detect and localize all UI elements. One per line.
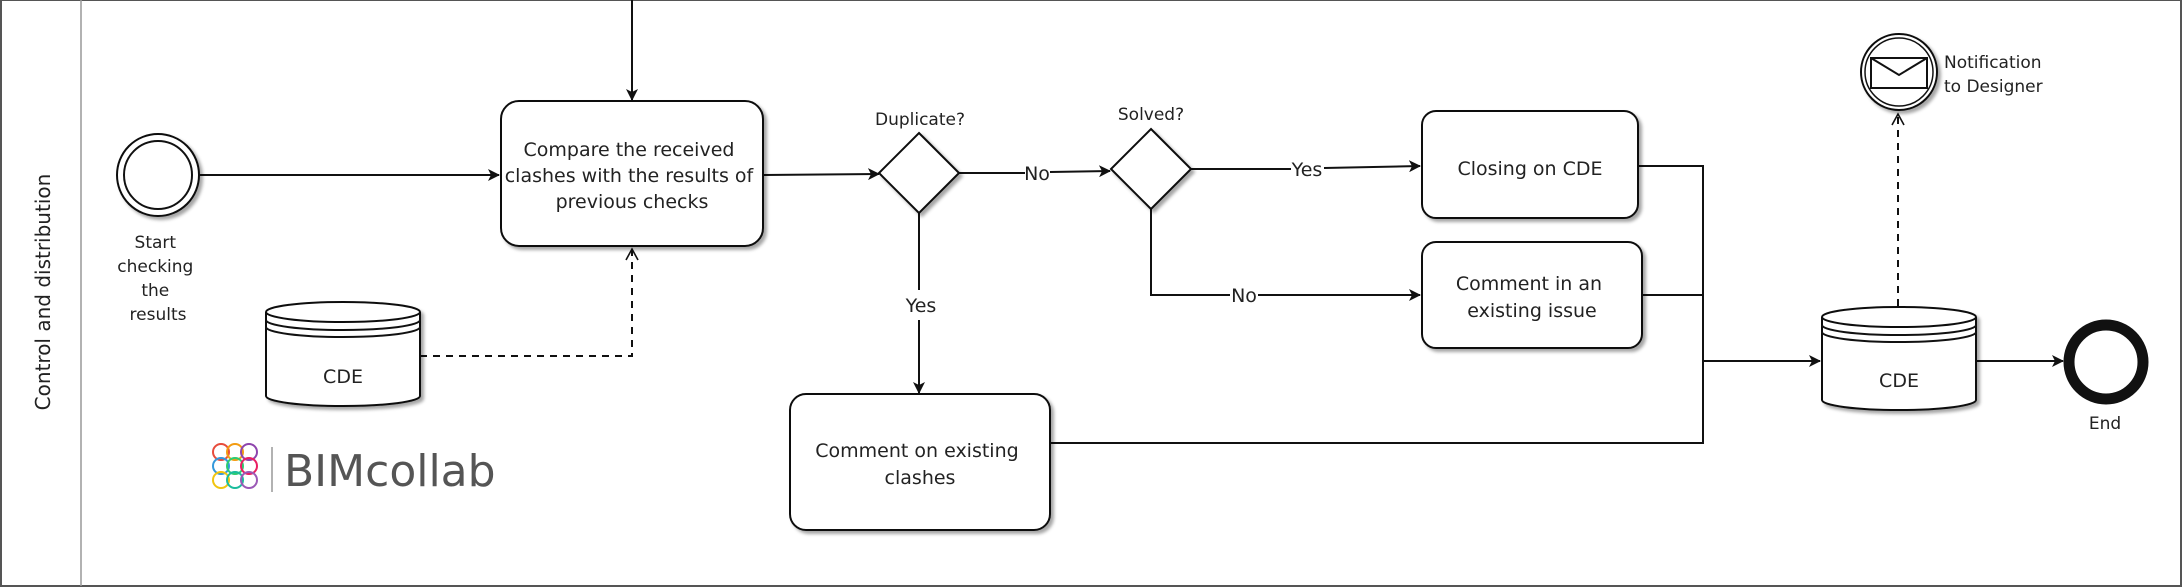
start-label-line: Start xyxy=(135,233,177,253)
notification-label: Notification to Designer xyxy=(1944,53,2047,97)
logo-ring xyxy=(226,471,244,489)
task-comment-issue-line: Comment in an xyxy=(1456,273,1602,295)
task-comment-issue-line: existing issue xyxy=(1467,300,1596,322)
data-store-right xyxy=(1821,306,1977,411)
assoc-cde-compare xyxy=(420,247,639,357)
task-compare-label: Compare the received clashes with the re… xyxy=(505,139,760,213)
data-store-left-label: CDE xyxy=(323,366,363,388)
end-event-label: End xyxy=(2089,414,2121,434)
flow-solved-yes-b xyxy=(1323,160,1421,173)
task-compare-line: previous checks xyxy=(556,191,709,213)
data-store-right-rings xyxy=(1821,324,1977,343)
lane-title: Control and distribution xyxy=(31,174,55,411)
task-closing-label: Closing on CDE xyxy=(1457,158,1602,180)
end-event xyxy=(2063,319,2149,405)
flow-duplicate-no-b xyxy=(1049,165,1111,178)
data-store-right-label: CDE xyxy=(1879,370,1919,392)
notification-label-line: Notification xyxy=(1944,53,2042,73)
gateway-solved xyxy=(1109,127,1193,211)
envelope-icon xyxy=(1870,57,1928,89)
flow-compare-duplicate xyxy=(762,168,880,181)
bimcollab-logo-text: BIMcollab xyxy=(284,446,496,497)
start-label-line: results xyxy=(130,305,187,325)
start-label-line: the xyxy=(141,281,169,301)
start-label-line: checking xyxy=(117,257,193,277)
start-event xyxy=(116,133,200,217)
gateway-solved-label: Solved? xyxy=(1118,105,1184,125)
logo-ring xyxy=(240,457,258,475)
start-event-label: Start checking the results xyxy=(117,233,198,325)
logo-ring xyxy=(212,443,230,461)
notification-label-line: to Designer xyxy=(1944,77,2043,97)
edge-label-yes-solved: Yes xyxy=(1291,159,1323,181)
logo-ring xyxy=(240,471,258,489)
task-comment-clashes-line: Comment on existing xyxy=(815,440,1018,462)
flow-solved-no-a xyxy=(1150,209,1230,296)
task-comment-clashes xyxy=(789,393,1051,531)
logo-ring xyxy=(212,471,230,489)
gateway-duplicate xyxy=(877,131,961,215)
bimcollab-logo-icon xyxy=(212,443,258,489)
task-comment-clashes-line: clashes xyxy=(885,467,956,489)
edge-label-no-solved: No xyxy=(1231,285,1257,307)
data-store-left xyxy=(265,301,421,407)
logo-ring xyxy=(240,443,258,461)
task-compare xyxy=(500,100,764,247)
task-compare-line: clashes with the results of xyxy=(505,165,755,187)
edge-label-yes-duplicate: Yes xyxy=(905,295,937,317)
flow-clashes-merge xyxy=(1050,361,1704,444)
task-comment-clashes-label: Comment on existing clashes xyxy=(815,440,1025,489)
connectors xyxy=(200,0,2064,444)
gateway-duplicate-label: Duplicate? xyxy=(875,110,965,130)
logo-ring xyxy=(226,443,244,461)
logo-ring xyxy=(226,457,244,475)
task-closing xyxy=(1421,110,1639,219)
edge-label-no-duplicate: No xyxy=(1024,163,1050,185)
task-comment-issue xyxy=(1421,241,1643,349)
data-store-left-rings xyxy=(265,319,421,338)
task-compare-line: Compare the received xyxy=(524,139,735,161)
task-comment-issue-label: Comment in an existing issue xyxy=(1456,273,1608,322)
logo-ring xyxy=(212,457,230,475)
associations xyxy=(420,112,1905,357)
